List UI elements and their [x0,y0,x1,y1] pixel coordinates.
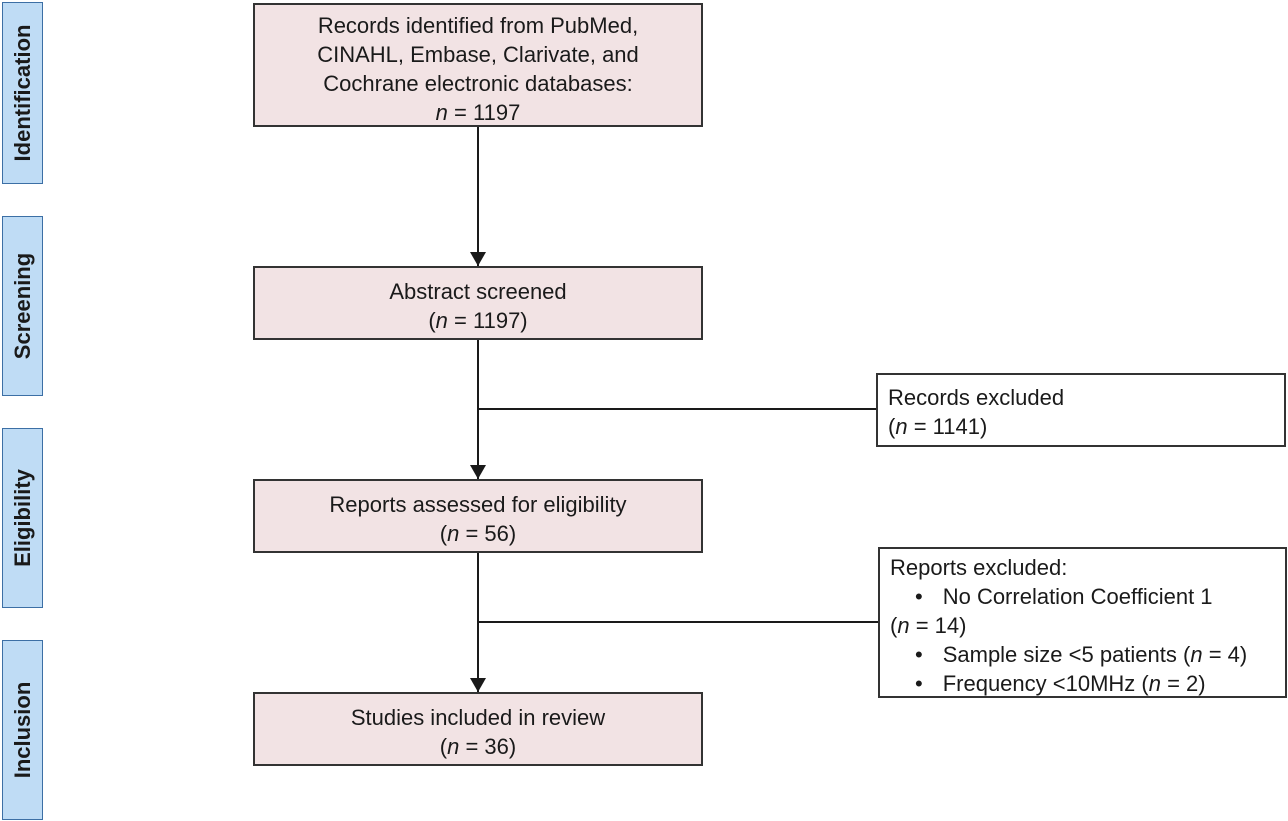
bullet: • [915,584,923,609]
screened-count: (n = 1197) [428,308,528,333]
exclusion-reason-2: •Sample size <5 patients (n = 4) [915,642,1248,667]
records-excluded-box: Records excluded (n = 1141) [876,373,1286,447]
assessed-count: (n = 56) [439,521,517,546]
assessed-title: Reports assessed for eligibility [329,492,627,517]
identified-count: n = 1197 [435,100,521,125]
records-excluded-count: (n = 1141) [888,414,988,439]
identified-line-1: Records identified from PubMed, [317,13,639,38]
bullet: • [915,671,923,696]
identified-line-2: CINAHL, Embase, Clarivate, and [317,42,639,67]
included-count: (n = 36) [439,734,517,759]
assessed-box: Reports assessed for eligibility (n = 56… [253,479,703,553]
exclusion-reason-1-count: (n = 14) [890,613,967,638]
phase-screening: Screening [2,216,43,396]
included-title: Studies included in review [350,705,606,730]
identified-line-3: Cochrane electronic databases: [323,71,633,96]
screened-box: Abstract screened (n = 1197) [253,266,703,340]
screened-title: Abstract screened [389,279,567,304]
phase-identification: Identification [2,2,43,184]
phase-inclusion: Inclusion [2,640,43,820]
exclusion-reason-3: •Frequency <10MHz (n = 2) [915,671,1206,696]
reports-excluded-box: Reports excluded: •No Correlation Coeffi… [878,547,1287,698]
reports-excluded-title: Reports excluded: [890,555,1068,580]
phase-eligibility: Eligibility [2,428,43,608]
included-box: Studies included in review (n = 36) [253,692,703,766]
identified-box: Records identified from PubMed, CINAHL, … [253,3,703,127]
records-excluded-title: Records excluded [888,385,1065,410]
exclusion-reason-1: •No Correlation Coefficient 1 [915,584,1213,609]
bullet: • [915,642,923,667]
